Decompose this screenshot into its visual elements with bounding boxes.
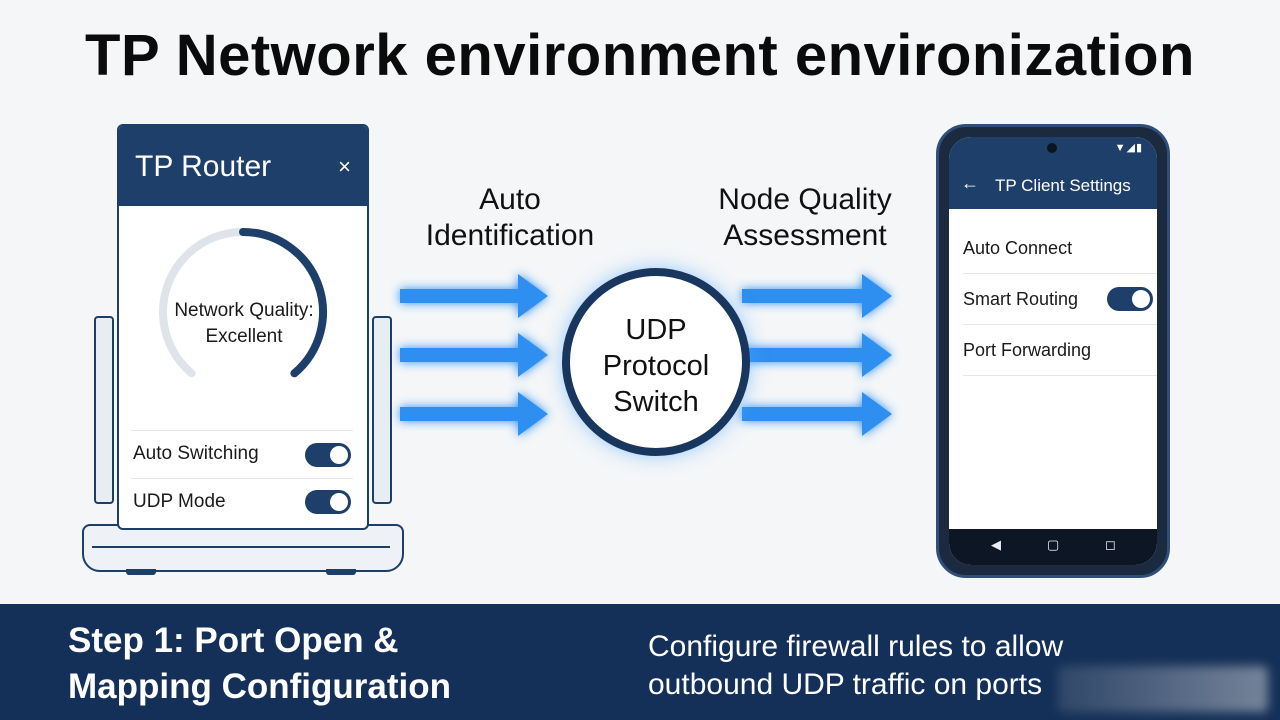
nav-recent-icon[interactable]: ◻ bbox=[1105, 537, 1116, 552]
router-foot-right bbox=[326, 569, 356, 575]
udp-line2: Protocol bbox=[602, 350, 710, 382]
phone-settings-title: TP Client Settings bbox=[995, 176, 1131, 195]
phone-item-auto-connect[interactable]: Auto Connect bbox=[963, 223, 1157, 274]
camera-icon bbox=[1047, 143, 1057, 153]
flow-arrow-1 bbox=[400, 333, 548, 377]
phone-item-port-forwarding[interactable]: Port Forwarding bbox=[963, 325, 1157, 376]
flow-arrow-3 bbox=[742, 274, 892, 318]
blurred-text-region bbox=[1058, 666, 1268, 712]
smart-routing-toggle[interactable] bbox=[1107, 287, 1153, 311]
auto-connect-label: Auto Connect bbox=[963, 238, 1073, 258]
router-panel: TP Router × Network Quality: Excellent A… bbox=[117, 124, 369, 530]
auto-identification-line2: Identification bbox=[425, 219, 595, 252]
gauge-fill bbox=[239, 228, 327, 378]
network-quality-label: Network Quality: Excellent bbox=[149, 298, 339, 350]
router-antenna-left bbox=[94, 316, 114, 504]
gauge-label-line2: Excellent bbox=[205, 326, 283, 347]
step-desc-line2: outbound UDP traffic on ports bbox=[648, 668, 1043, 701]
close-icon[interactable]: × bbox=[338, 154, 351, 179]
router-base-line bbox=[92, 546, 390, 548]
step-title: Step 1: Port Open & Mapping Configuratio… bbox=[68, 618, 451, 710]
step-title-line2: Mapping Configuration bbox=[68, 667, 451, 706]
back-arrow-icon[interactable]: ← bbox=[961, 173, 979, 193]
smart-routing-label: Smart Routing bbox=[963, 289, 1079, 309]
step-description: Configure firewall rules to allow outbou… bbox=[648, 628, 1063, 704]
phone-nav-bar: ◀ ▢ ◻ bbox=[949, 529, 1157, 565]
udp-line3: Switch bbox=[613, 386, 699, 418]
udp-protocol-switch: UDP Protocol Switch bbox=[562, 268, 750, 456]
page-title: TP Network environment environization bbox=[85, 23, 1195, 88]
udp-line1: UDP bbox=[625, 314, 687, 346]
flow-arrow-2 bbox=[400, 392, 548, 436]
step-desc-line1: Configure firewall rules to allow bbox=[648, 630, 1064, 663]
port-forwarding-label: Port Forwarding bbox=[963, 340, 1092, 360]
gauge-label-line1: Network Quality: bbox=[174, 300, 314, 321]
auto-identification-line1: Auto bbox=[479, 183, 541, 216]
router-foot-left bbox=[126, 569, 156, 575]
phone-screen: ▼◢▮ ← TP Client Settings Auto Connect Sm… bbox=[949, 137, 1157, 565]
auto-switching-toggle[interactable] bbox=[305, 443, 351, 467]
node-quality-line2: Assessment bbox=[723, 219, 887, 252]
network-quality-gauge bbox=[159, 228, 327, 378]
flow-arrow-4 bbox=[742, 333, 892, 377]
router-base bbox=[82, 524, 404, 572]
phone-device: ▼◢▮ ← TP Client Settings Auto Connect Sm… bbox=[936, 124, 1170, 578]
phone-item-smart-routing[interactable]: Smart Routing bbox=[963, 274, 1157, 325]
nav-back-icon[interactable]: ◀ bbox=[991, 537, 1001, 552]
setting-row-udp-mode: UDP Mode bbox=[131, 478, 353, 525]
node-quality-label: Node Quality Assessment bbox=[690, 182, 920, 254]
setting-label-auto-switching: Auto Switching bbox=[133, 443, 259, 464]
node-quality-line1: Node Quality bbox=[718, 183, 892, 216]
nav-home-icon[interactable]: ▢ bbox=[1047, 537, 1060, 552]
phone-header: ▼◢▮ ← TP Client Settings bbox=[949, 137, 1157, 209]
router-title: TP Router bbox=[135, 150, 272, 183]
router-header: TP Router × bbox=[119, 126, 367, 206]
step-banner: Step 1: Port Open & Mapping Configuratio… bbox=[0, 604, 1280, 720]
auto-identification-label: Auto Identification bbox=[400, 182, 620, 254]
flow-arrow-0 bbox=[400, 274, 548, 318]
flow-arrow-5 bbox=[742, 392, 892, 436]
status-icons: ▼◢▮ bbox=[1114, 142, 1143, 154]
step-title-line1: Step 1: Port Open & bbox=[68, 621, 399, 660]
udp-mode-toggle[interactable] bbox=[305, 490, 351, 514]
setting-row-auto-switching: Auto Switching bbox=[131, 430, 353, 477]
router-antenna-right bbox=[372, 316, 392, 504]
udp-switch-text: UDP Protocol Switch bbox=[570, 312, 742, 420]
setting-label-udp-mode: UDP Mode bbox=[133, 491, 226, 512]
